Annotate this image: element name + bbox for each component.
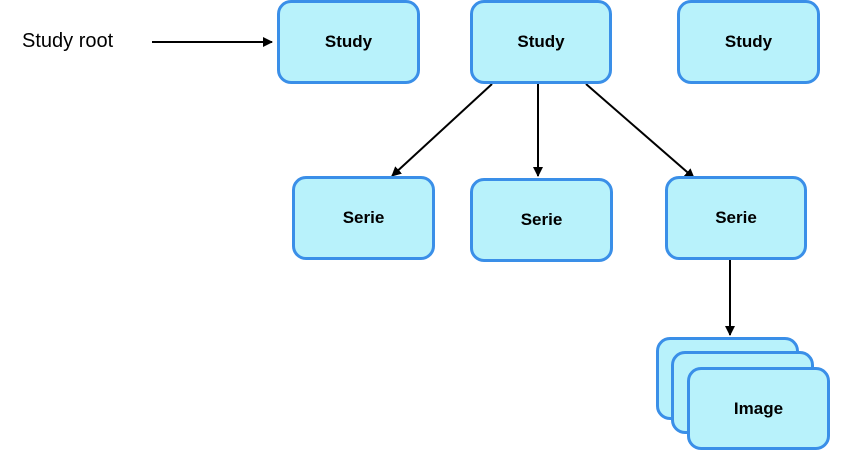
serie-node-2: Serie	[470, 178, 613, 262]
study-node-3: Study	[677, 0, 820, 84]
serie-node-3: Serie	[665, 176, 807, 260]
study-root-label: Study root	[22, 30, 114, 52]
image-node: Image	[687, 367, 830, 450]
serie-node-1: Serie	[292, 176, 435, 260]
arrow-study-to-serie-1	[391, 83, 493, 177]
study-node-1: Study	[277, 0, 420, 84]
arrow-study-to-serie-3	[585, 83, 695, 179]
study-node-2: Study	[470, 0, 612, 84]
